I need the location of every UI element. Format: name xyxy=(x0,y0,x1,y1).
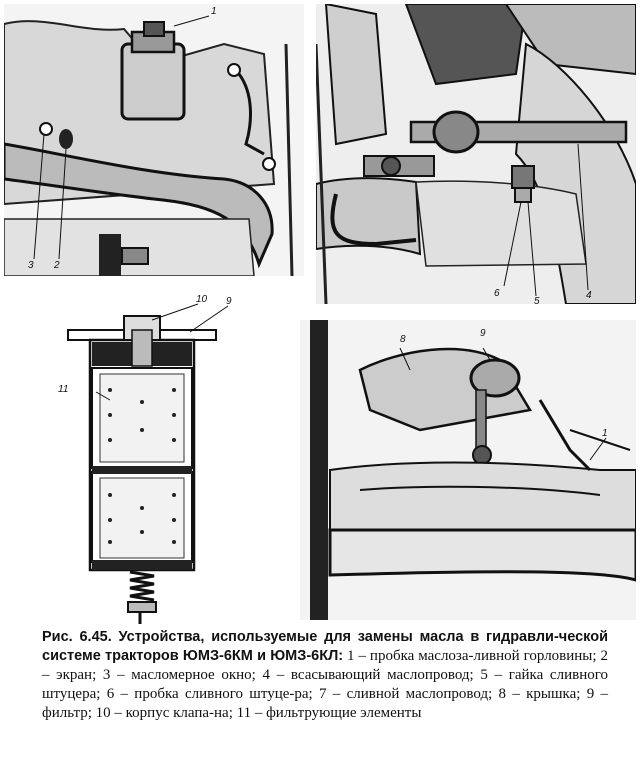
callout-1: 1 xyxy=(211,6,217,17)
figure-panel-drain-fitting: 6 5 4 xyxy=(316,4,636,304)
callout-6: 6 xyxy=(494,288,500,299)
callout-11: 11 xyxy=(58,384,69,395)
filler-cap-drawing xyxy=(4,4,304,276)
drain-fitting-drawing xyxy=(316,4,636,304)
callout-8: 8 xyxy=(400,334,406,345)
callout-2: 2 xyxy=(54,260,60,271)
callout-10: 10 xyxy=(196,294,208,305)
callout-5: 5 xyxy=(534,296,540,304)
figure-panel-filter-section: 10 9 11 xyxy=(40,290,270,630)
callout-9-cover: 9 xyxy=(480,328,486,339)
figure-panel-filler-cap: 1 3 2 xyxy=(4,4,304,276)
callout-9: 9 xyxy=(226,296,232,307)
filter-cover-drawing xyxy=(300,320,636,620)
callout-3: 3 xyxy=(28,260,34,271)
caption-body: 1 – пробка маслоза-ливной горловины; 2 –… xyxy=(42,648,609,721)
filter-section-drawing xyxy=(40,290,270,630)
callout-4: 4 xyxy=(586,290,592,301)
caption-title: Рис. 6.45. Устройства, используемые для … xyxy=(42,629,608,664)
figure-caption: Рис. 6.45. Устройства, используемые для … xyxy=(42,628,608,723)
callout-1-cover: 1 xyxy=(602,428,608,439)
figure-panel-filter-cover: 8 9 1 xyxy=(300,320,636,620)
